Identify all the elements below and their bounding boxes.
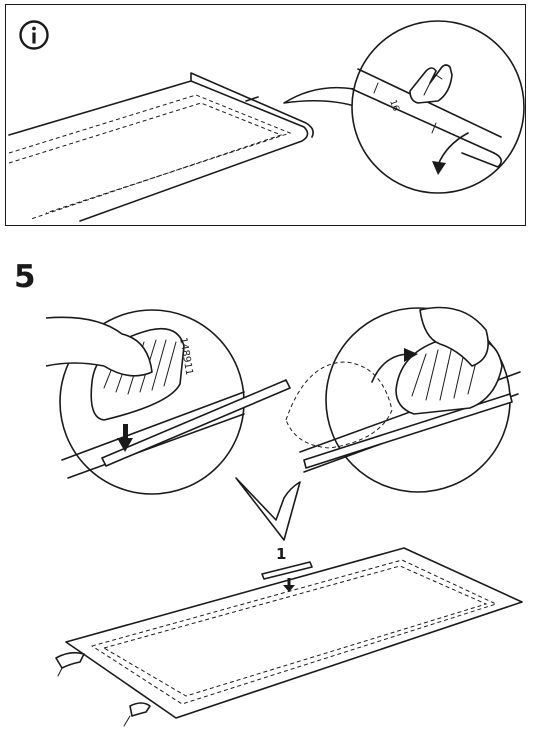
info-illustration: 16 bbox=[8, 20, 525, 222]
detail-magnifier: 16 bbox=[351, 20, 525, 194]
step-number: 5 bbox=[14, 259, 36, 295]
callout-connector bbox=[235, 477, 301, 541]
tape-mark-label: 16 bbox=[387, 99, 400, 113]
lifted-iron-icon bbox=[395, 306, 503, 415]
right-tape-strip bbox=[303, 393, 513, 469]
left-tape-strip bbox=[101, 379, 291, 467]
left-detail-magnifier: 148911 bbox=[45, 309, 291, 495]
lift-arrow-icon bbox=[404, 348, 418, 362]
hand-icon bbox=[55, 651, 85, 677]
finger-icon bbox=[409, 64, 453, 104]
tape-piece bbox=[261, 561, 313, 580]
tape-callout-label: 1 bbox=[276, 545, 286, 563]
down-arrow-icon bbox=[117, 424, 133, 452]
info-panel: 16 bbox=[5, 4, 526, 226]
info-icon bbox=[19, 20, 49, 50]
placement-arrow-icon bbox=[283, 578, 295, 592]
rug-drawing bbox=[65, 547, 523, 719]
rug-hem-drawing bbox=[8, 72, 314, 222]
hand-icon bbox=[123, 702, 151, 727]
right-detail-magnifier bbox=[285, 306, 521, 493]
curved-arrow-icon bbox=[432, 161, 446, 175]
iron-icon bbox=[45, 316, 185, 421]
